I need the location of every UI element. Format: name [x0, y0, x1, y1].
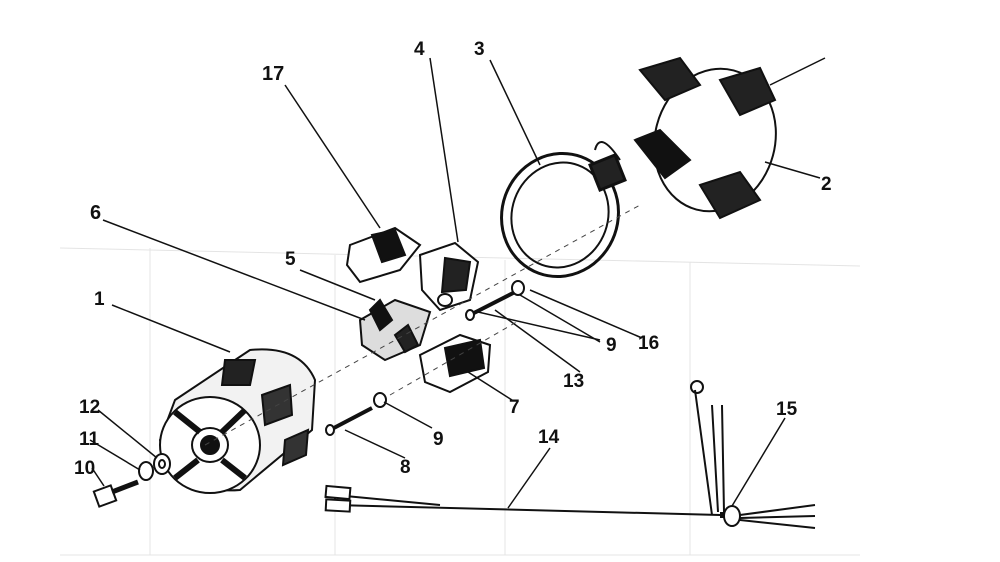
assembly-axis-dashes: [204, 204, 641, 446]
callout-13: 13: [563, 371, 585, 392]
part-2-base-plate: [633, 56, 826, 220]
callout-7: 7: [509, 397, 520, 418]
callout-1: 1: [94, 289, 105, 310]
part-5-coil: [418, 241, 480, 312]
callout-5: 5: [285, 249, 296, 270]
callout-10: 10: [74, 458, 96, 479]
callout-3: 3: [474, 39, 485, 60]
callout-2: 2: [821, 174, 832, 195]
callout-9-upper: 9: [606, 335, 617, 356]
part-15-grommet: [723, 505, 741, 527]
part-10-bolt: [92, 479, 139, 508]
callout-14: 14: [538, 427, 560, 448]
part-13-screw: [465, 290, 516, 321]
callout-4: 4: [414, 39, 425, 60]
part-16-nut: [511, 280, 525, 296]
part-14-cable: [324, 380, 816, 529]
part-6-stator-core: [358, 298, 432, 362]
part-7-coil-bottom: [418, 333, 492, 394]
callout-16: 16: [638, 333, 660, 354]
part-11-washer: [138, 461, 154, 481]
leader-lines: [89, 57, 821, 509]
callout-6: 6: [90, 202, 102, 224]
callout-11: 11: [79, 429, 100, 450]
part-3-ring: [500, 141, 627, 279]
part-9-washer-lower: [373, 392, 387, 408]
part-8-screw: [325, 406, 373, 436]
part-12-washer: [153, 453, 171, 475]
callout-15: 15: [776, 399, 798, 420]
part-1-rotor: [158, 348, 317, 494]
part-17-coil-top: [345, 226, 422, 284]
callout-17: 17: [262, 63, 285, 85]
callout-9-lower: 9: [433, 429, 444, 450]
callout-8: 8: [400, 457, 411, 478]
callout-12: 12: [79, 397, 101, 418]
